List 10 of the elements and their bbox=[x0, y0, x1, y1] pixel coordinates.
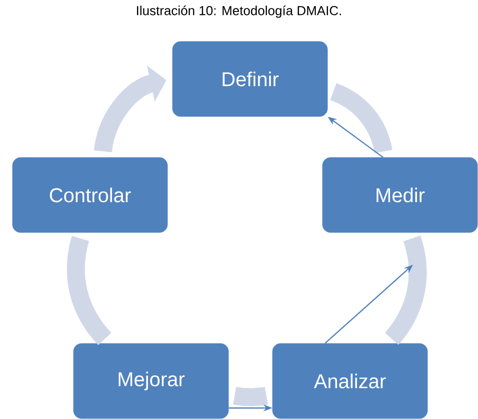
process-box: Mejorar bbox=[73, 343, 229, 419]
process-box: Definir bbox=[172, 41, 328, 117]
cycle-band bbox=[233, 386, 268, 406]
process-box: Analizar bbox=[272, 343, 428, 419]
cycle-band bbox=[330, 83, 392, 154]
process-box: Controlar bbox=[12, 157, 168, 233]
figure-title: Ilustración 10: Metodología DMAIC. bbox=[137, 6, 341, 18]
cycle-band bbox=[384, 236, 427, 344]
process-box: Medir bbox=[322, 157, 478, 233]
cycle-band bbox=[66, 236, 112, 345]
